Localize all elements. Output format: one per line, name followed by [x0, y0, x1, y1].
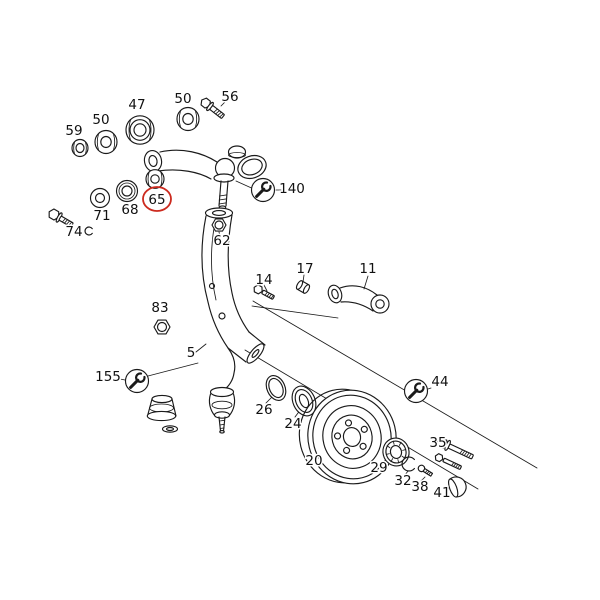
part-label-24: 24 [284, 416, 301, 432]
part-label-17: 17 [296, 261, 313, 277]
part-label-155: 155 [95, 369, 121, 385]
part-clip-74 [84, 226, 93, 236]
part-upper-control-arm [143, 145, 247, 180]
part-label-44: 44 [431, 374, 448, 390]
part-labels: 59 50 47 50 56 71 68 65 74 62 140 14 17 … [64, 88, 452, 503]
part-bolt-74 [48, 208, 74, 228]
part-label-68: 68 [121, 202, 138, 218]
part-bolt-35 [437, 437, 474, 460]
part-label-71: 71 [93, 208, 110, 224]
part-bolt-14 [253, 284, 275, 300]
part-bushing-65 [145, 169, 165, 189]
part-retainer-ring [237, 154, 267, 180]
part-label-56: 56 [221, 89, 238, 105]
part-bolt-56 [200, 97, 225, 119]
part-bushing-50-right [176, 106, 200, 132]
part-grease-cap-41 [447, 476, 467, 498]
part-label-59: 59 [65, 123, 82, 139]
part-label-50-left: 50 [92, 112, 109, 128]
part-spacer-17 [295, 280, 311, 294]
part-label-65: 65 [148, 192, 165, 208]
special-tool-marker-44 [403, 378, 429, 404]
special-tool-marker-155 [124, 368, 150, 394]
part-label-29: 29 [370, 460, 387, 476]
part-label-32: 32 [394, 473, 411, 489]
part-nut-83 [153, 319, 171, 335]
part-label-83: 83 [151, 300, 168, 316]
part-nut-62 [211, 218, 227, 232]
part-lower-ball-joint [208, 393, 236, 434]
part-steering-arm-11 [327, 284, 390, 314]
part-label-38: 38 [411, 479, 428, 495]
part-label-11: 11 [359, 261, 376, 277]
part-ball-joint-stud [213, 173, 235, 210]
part-bearing-29 [382, 437, 410, 467]
part-seal-24 [291, 385, 317, 417]
part-brake-disc-20 [298, 388, 397, 485]
special-tool-marker-140 [250, 177, 276, 203]
part-label-62: 62 [213, 233, 230, 249]
part-washer-71 [89, 187, 111, 209]
part-label-41: 41 [433, 485, 450, 501]
part-bushing-59 [71, 138, 89, 158]
part-label-14: 14 [255, 272, 272, 288]
part-label-35: 35 [429, 435, 446, 451]
part-label-5: 5 [187, 345, 196, 361]
part-bushing-47 [125, 115, 155, 145]
highlight-circle-65 [142, 186, 172, 212]
part-boot-155 [146, 394, 179, 433]
part-label-50-right: 50 [174, 91, 191, 107]
part-washer-68 [115, 179, 139, 203]
part-oring-26 [265, 374, 287, 402]
part-label-26: 26 [255, 402, 272, 418]
part-label-20: 20 [305, 453, 322, 469]
part-label-140: 140 [279, 181, 305, 197]
part-label-47: 47 [128, 97, 145, 113]
part-label-74: 74 [65, 224, 82, 240]
part-circlip-32 [401, 456, 415, 472]
part-screw-38 [417, 464, 434, 477]
part-steering-knuckle-5 [201, 207, 266, 398]
part-bolt-35b [434, 453, 462, 470]
part-bushing-50-left [94, 129, 118, 155]
